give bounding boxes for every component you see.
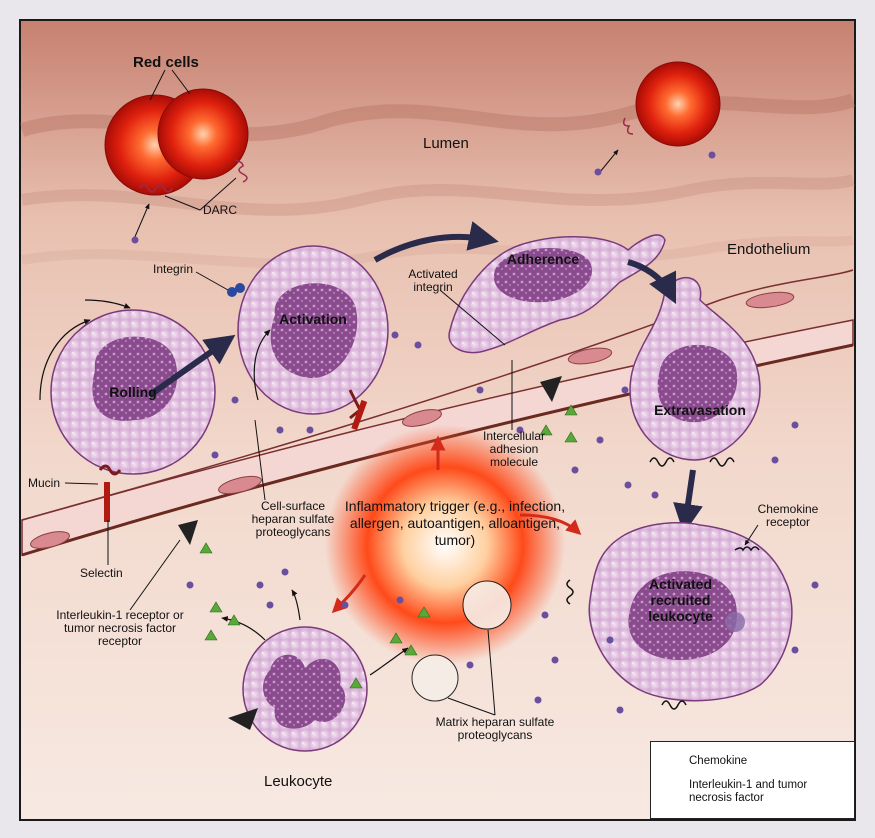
leader-lines bbox=[64, 271, 513, 611]
il1-tnf-triangles bbox=[199, 404, 578, 689]
leukocyte-label: Leukocyte bbox=[264, 773, 333, 790]
tissue-leukocyte bbox=[221, 589, 409, 752]
chemokine-receptor-label: Chemokine receptor bbox=[757, 502, 819, 529]
matrix-proteoglycans bbox=[411, 580, 512, 716]
cell-surface-hspg-label: Cell-surface heparan sulfate proteoglyca… bbox=[251, 499, 335, 539]
activation-leukocyte bbox=[148, 245, 389, 431]
legend-il1-tnf-label: Interleukin-1 and tumor necrosis factor bbox=[689, 779, 808, 804]
integrin-label: Integrin bbox=[153, 262, 194, 276]
selectin-label: Selectin bbox=[80, 566, 123, 580]
extravasation-leukocyte bbox=[627, 259, 761, 534]
endothelial-nuclei bbox=[30, 291, 795, 549]
il1-receptor-label: Interleukin-1 receptor or tumor necrosis… bbox=[56, 608, 184, 648]
intercellular-adhesion-label: Intercellular adhesion molecule bbox=[482, 429, 546, 469]
mucin-label: Mucin bbox=[28, 476, 61, 490]
rolling-leukocyte bbox=[39, 299, 216, 522]
matrix-hspg-label: Matrix heparan sulfate proteoglycans bbox=[435, 715, 555, 742]
legend: Chemokine Interleukin-1 and tumor necros… bbox=[650, 741, 855, 819]
darc-label: DARC bbox=[203, 203, 238, 217]
legend-chemokine-label: Chemokine bbox=[689, 755, 748, 767]
red-cells bbox=[104, 61, 721, 240]
endothelium-surface bbox=[21, 269, 854, 521]
stage-adherence-label: Adherence bbox=[506, 251, 580, 267]
activated-recruited-leukocyte bbox=[566, 521, 793, 710]
trigger-arrows bbox=[331, 435, 582, 614]
lumen-label: Lumen bbox=[423, 135, 469, 152]
inflammatory-trigger-label: Inflammatory trigger (e.g., infection, a… bbox=[344, 498, 566, 548]
chemokine-dots bbox=[131, 151, 819, 714]
red-cells-label: Red cells bbox=[133, 54, 199, 71]
adherence-leukocyte bbox=[373, 221, 666, 354]
stage-rolling-label: Rolling bbox=[109, 384, 157, 400]
stage-activated-recruited-label: Activated recruited leukocyte bbox=[648, 576, 713, 624]
receptors bbox=[178, 376, 562, 545]
stage-activation-label: Activation bbox=[279, 311, 347, 327]
stage-extravasation-label: Extravasation bbox=[654, 402, 746, 418]
activated-integrin-label: Activated integrin bbox=[408, 267, 458, 294]
endothelium-label: Endothelium bbox=[727, 241, 811, 258]
